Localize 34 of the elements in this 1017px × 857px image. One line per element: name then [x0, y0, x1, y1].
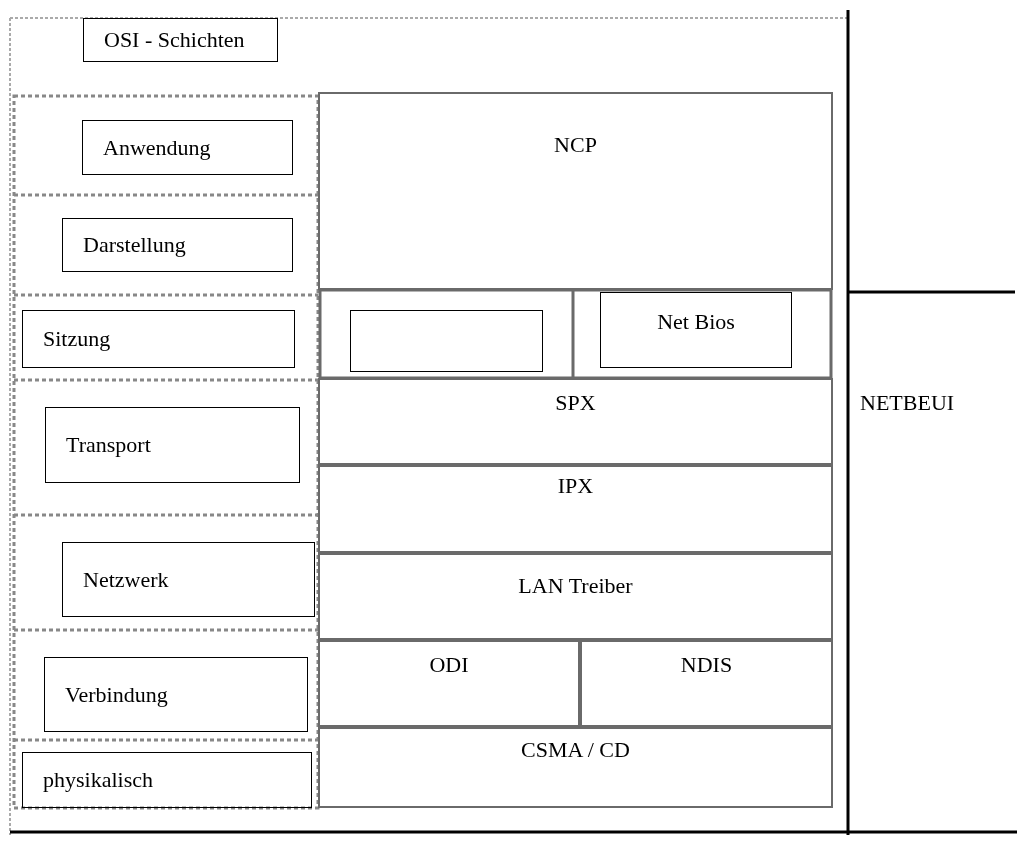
label-text: IPX [557, 473, 594, 498]
protocol-cell [580, 640, 833, 727]
protocol-cell [318, 92, 833, 290]
layer-label [62, 218, 293, 272]
layer-label [62, 542, 315, 617]
label-text: NDIS [680, 652, 733, 677]
protocol-label: NETBEUI [860, 390, 955, 416]
label-text: Sitzung [43, 326, 111, 352]
protocol-box [600, 292, 792, 368]
protocol-cell [318, 553, 833, 640]
layer-label [82, 120, 293, 175]
label-text: Darstellung [83, 232, 186, 258]
layer-label [44, 657, 308, 732]
label-text: SPX [555, 390, 596, 415]
label-text: LAN Treiber [518, 573, 633, 598]
protocol-cell [318, 727, 833, 808]
label-text: Netzwerk [83, 566, 169, 593]
label-text: ODI [429, 652, 469, 677]
label-text: Verbindung [65, 681, 168, 708]
protocol-cell [318, 640, 580, 727]
label-text: Anwendung [103, 134, 211, 161]
layer-heading [83, 18, 278, 62]
empty-box [350, 310, 543, 372]
label-text: NCP [554, 132, 597, 157]
label-text: CSMA / CD [521, 737, 630, 762]
label-text: OSI - Schichten [104, 27, 245, 53]
layer-label [22, 310, 295, 368]
label-text: Net Bios [657, 309, 735, 334]
layer-label [22, 752, 312, 808]
label-text: Transport [66, 432, 151, 458]
protocol-cell [318, 465, 833, 553]
layer-label [45, 407, 300, 483]
protocol-cell [318, 378, 833, 465]
label-text: physikalisch [43, 767, 153, 793]
